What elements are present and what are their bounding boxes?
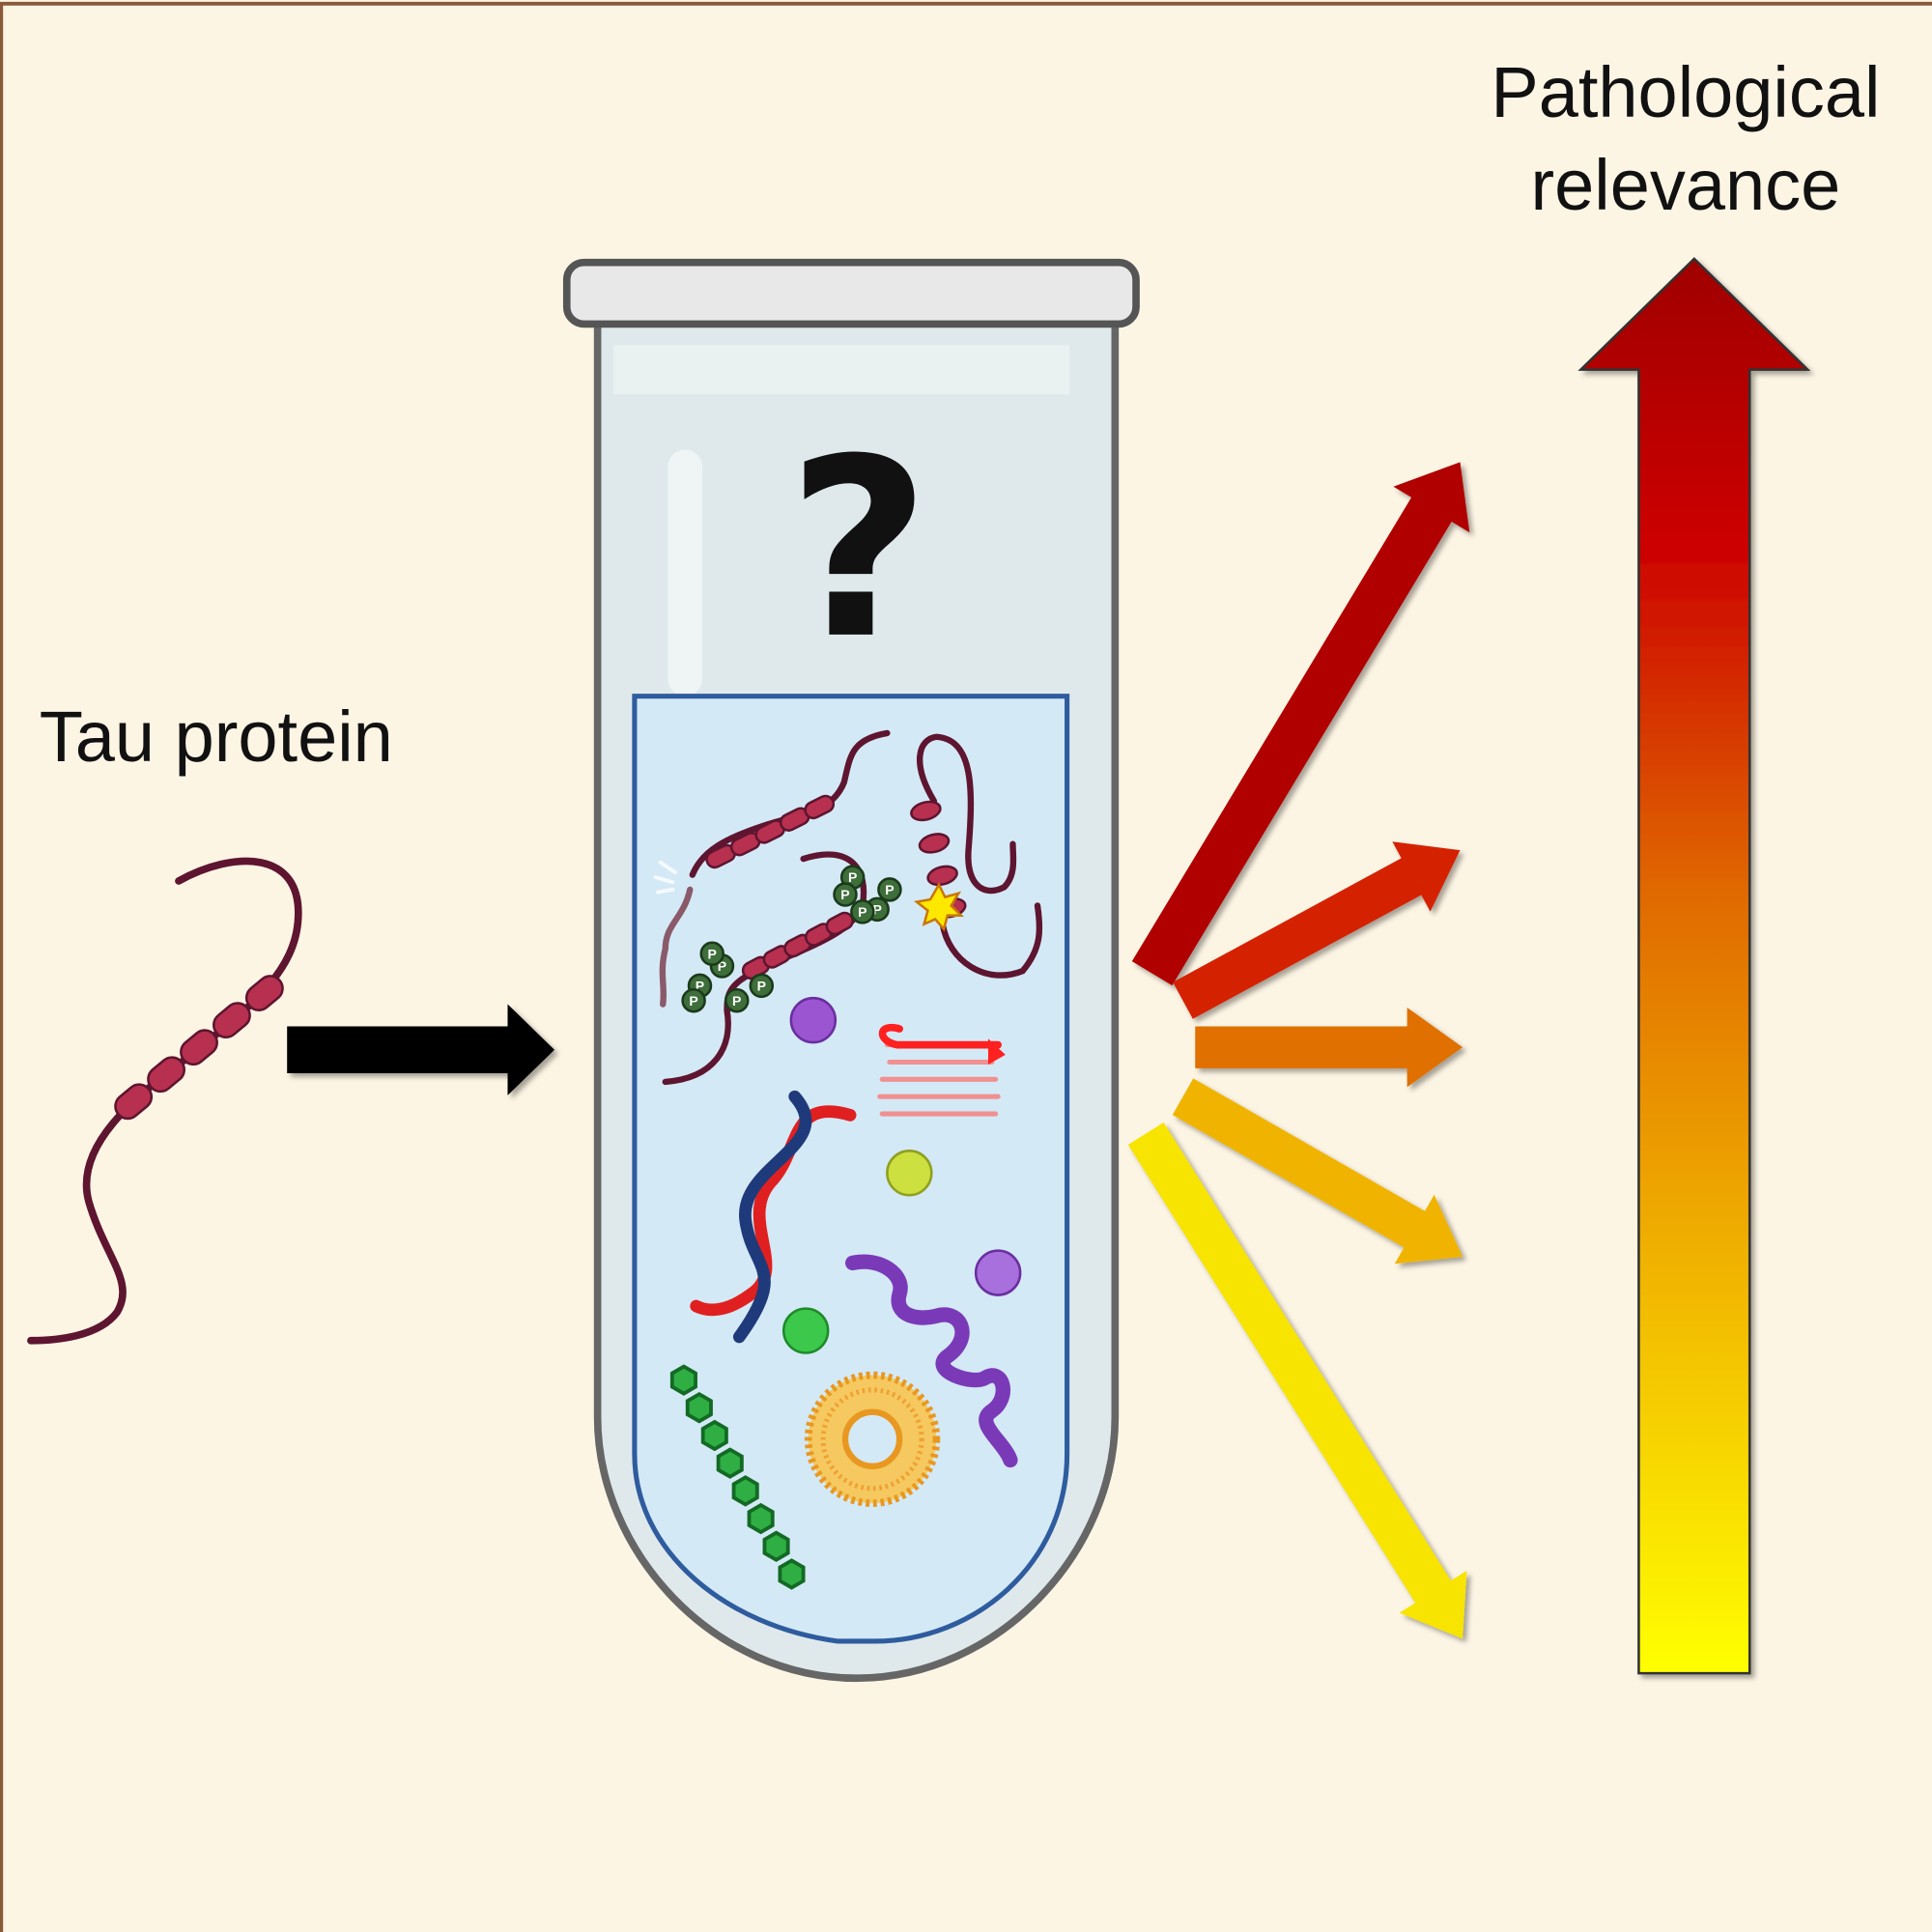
sugar-unit-icon <box>778 1558 806 1590</box>
phosphate-label: P <box>718 958 726 974</box>
phosphate-label: P <box>858 904 867 920</box>
tau-repeat-domain <box>114 1083 154 1121</box>
phosphate-group-icon: P <box>877 877 902 902</box>
sugar-unit-icon <box>669 1364 697 1396</box>
cleavage-mark-icon <box>653 860 677 895</box>
phosphate-group-icon: P <box>724 987 750 1013</box>
phosphate-label: P <box>757 979 766 994</box>
outcome-arrows <box>1127 462 1470 1639</box>
test-tube: ? <box>562 258 1140 1683</box>
input-arrow <box>287 1004 554 1095</box>
phosphate-group-icon: P <box>749 973 775 999</box>
sugar-unit-icon <box>762 1530 790 1563</box>
phosphate-label: P <box>885 882 894 897</box>
tube-liquid <box>632 694 1070 1644</box>
tau-repeat-domain <box>212 1002 251 1039</box>
green-sphere-icon <box>781 1307 830 1354</box>
tau-repeat-domain <box>804 794 836 820</box>
peptide-chain-icon <box>845 1254 1018 1468</box>
purple-sphere-icon <box>789 996 838 1044</box>
tau-repeat-domain <box>918 833 951 854</box>
tau-repeat-domain <box>244 975 284 1011</box>
tube-cap <box>562 258 1140 328</box>
polysaccharide-chain-icon <box>669 1364 806 1590</box>
phosphate-group-icon: P <box>850 899 875 924</box>
purple-sphere-icon <box>974 1249 1022 1296</box>
dna-icon <box>690 1090 857 1344</box>
outcome-arrow-3 <box>1195 1007 1463 1088</box>
outcome-arrow-4 <box>1172 1078 1463 1264</box>
tau-repeat-domain <box>180 1029 218 1066</box>
modification-star-icon <box>913 882 964 932</box>
phosphate-label: P <box>732 993 741 1009</box>
yellow-green-sphere-icon <box>886 1150 933 1197</box>
phosphate-group-icon: P <box>681 987 706 1013</box>
tau-protein-icon <box>27 857 302 1345</box>
pathological-relevance-arrow <box>1577 257 1811 1675</box>
phosphate-label: P <box>708 946 717 961</box>
phosphate-group-icon: P <box>699 941 724 966</box>
phosphate-group-icon: P <box>833 882 858 907</box>
tube-highlight <box>668 449 703 696</box>
outcome-arrow-2 <box>1173 841 1461 1019</box>
outcome-arrow-1 <box>1131 462 1470 986</box>
sugar-unit-icon <box>700 1419 728 1452</box>
sugar-unit-icon <box>747 1502 775 1535</box>
tau-repeat-domain <box>926 865 958 887</box>
sugar-unit-icon <box>731 1475 759 1507</box>
phosphate-label: P <box>696 979 704 994</box>
phosphate-label: P <box>840 887 849 902</box>
phosphate-label: P <box>848 869 857 885</box>
tau-protein-label: Tau protein <box>40 696 393 777</box>
phosphate-label: P <box>872 901 881 917</box>
sugar-unit-icon <box>685 1392 713 1424</box>
modified-tau-icon <box>917 733 1043 979</box>
outcome-arrow-5 <box>1127 1122 1467 1639</box>
question-mark: ? <box>787 407 930 694</box>
tau-repeat-domain <box>910 800 942 822</box>
liposome-icon <box>804 1371 941 1507</box>
phosphate-label: P <box>689 993 697 1009</box>
tau-repeat-domain <box>147 1056 185 1094</box>
title-line-2: relevance <box>1531 145 1841 225</box>
sugar-unit-icon <box>716 1447 744 1479</box>
title-line-1: Pathological <box>1491 52 1880 132</box>
fibril-icon <box>877 1023 1006 1117</box>
